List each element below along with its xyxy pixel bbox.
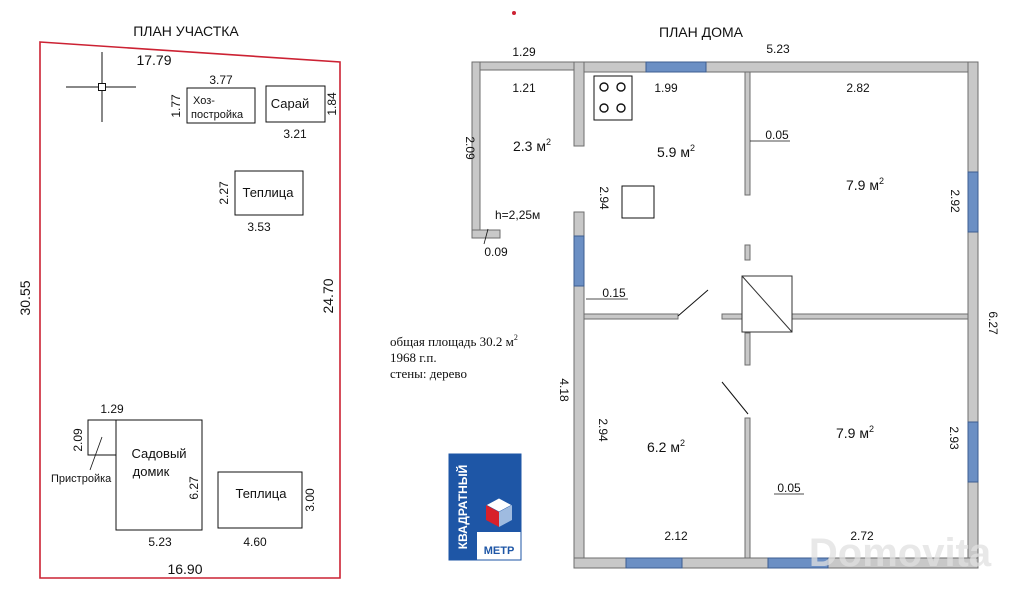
greenhouse-bottom-width: 4.60 — [243, 535, 267, 549]
stove-diagonal — [741, 275, 793, 333]
dim-17: 2.12 — [664, 529, 688, 543]
window-right-lower — [967, 421, 979, 483]
lot-bottom-width: 16.90 — [167, 561, 202, 577]
garden-house-width: 5.23 — [148, 535, 172, 549]
annex-label: Пристройка — [51, 473, 112, 485]
dim-16: 0.05 — [777, 481, 801, 495]
room-area-room-1: 7.9 м2 — [846, 176, 884, 193]
greenhouse-top — [234, 170, 304, 216]
utility-height: 1.77 — [169, 94, 183, 118]
greenhouse-bottom-height: 3.00 — [303, 488, 317, 512]
dim-18: 2.72 — [850, 529, 874, 543]
dim-leader-4 — [483, 228, 489, 245]
door-swing-1 — [677, 289, 709, 317]
greenhouse-bottom-label: Теплица — [235, 486, 287, 501]
dim-2: 5.23 — [766, 42, 790, 56]
annex-height: 2.09 — [71, 428, 85, 452]
shed-width: 3.21 — [283, 127, 307, 141]
property-info: общая площадь 30.2 м2 1968 г.п. стены: д… — [390, 333, 518, 381]
dim-14: 2.94 — [596, 418, 610, 442]
garden-house-height: 6.27 — [187, 476, 201, 500]
dim-6: 0.05 — [765, 128, 789, 142]
window-bottom-right — [767, 557, 829, 569]
watermark: Domovita — [809, 531, 992, 575]
lot-left-length: 30.55 — [17, 280, 33, 315]
shed-height: 1.84 — [325, 92, 339, 116]
site-plan: ПЛАН УЧАСТКА 17.79 16.90 30.55 24.70 Хоз… — [17, 23, 341, 579]
kvadratny-metr-logo: КВАДРАТНЫЙ МЕТР — [448, 453, 522, 561]
dim-4: 1.99 — [654, 81, 678, 95]
garden-house-label-line2: домик — [133, 464, 170, 479]
ceiling-height: h=2,25м — [495, 208, 540, 222]
red-dot-icon — [512, 11, 516, 15]
window-top — [645, 61, 707, 73]
dim-5: 2.82 — [846, 81, 870, 95]
dim-7: 2.09 — [463, 136, 477, 160]
cooktop-icon — [593, 75, 633, 121]
lot-top-width: 17.79 — [136, 52, 171, 68]
utility-label-line1: Хоз- — [193, 95, 215, 107]
room-area-room-2: 6.2 м2 — [647, 438, 685, 455]
window-bottom-left — [625, 557, 683, 569]
dim-13: 4.18 — [557, 378, 571, 402]
dim-11: 0.15 — [602, 286, 626, 300]
dim-12: 6.27 — [986, 311, 1000, 335]
dim-10: 0.09 — [484, 245, 508, 259]
garden-house-label-line1: Садовый — [131, 446, 186, 461]
cube-icon — [485, 497, 513, 527]
utility-label-line2: постройка — [191, 109, 244, 121]
dim-9: 2.92 — [948, 189, 962, 213]
annex-leader — [89, 436, 103, 471]
wall-material: стены: дерево — [390, 366, 467, 381]
annex-width: 1.29 — [100, 402, 124, 416]
dim-15: 2.93 — [947, 426, 961, 450]
room-area-room-3: 7.9 м2 — [836, 424, 874, 441]
greenhouse-bottom — [217, 471, 303, 529]
house-plan-title: ПЛАН ДОМА — [659, 24, 744, 40]
room-area-kitchen: 5.9 м2 — [657, 143, 695, 160]
build-year: 1968 г.п. — [390, 350, 437, 365]
shed — [265, 85, 326, 123]
house-plan: ПЛАН ДОМА — [463, 24, 1000, 569]
greenhouse-top-label: Теплица — [242, 185, 294, 200]
dim-8: 2.94 — [597, 186, 611, 210]
shed-label: Сарай — [271, 96, 310, 111]
total-area: общая площадь 30.2 м2 — [390, 333, 518, 349]
kitchen-fixture — [621, 185, 655, 219]
logo-word-1: КВАДРАТНЫЙ — [455, 465, 470, 549]
utility-building — [186, 87, 256, 124]
door-swing-2 — [721, 381, 749, 415]
window-right-upper — [967, 171, 979, 233]
utility-width: 3.77 — [209, 73, 233, 87]
crosshair-icon — [66, 52, 136, 122]
window-left — [573, 235, 585, 287]
windows — [573, 61, 979, 569]
lot-right-length: 24.70 — [320, 278, 336, 313]
lot-boundary — [39, 41, 341, 579]
logo-word-2: МЕТР — [484, 545, 515, 557]
dim-3: 1.21 — [512, 81, 536, 95]
room-area-veranda: 2.3 м2 — [513, 137, 551, 154]
dim-1: 1.29 — [512, 45, 536, 59]
greenhouse-top-height: 2.27 — [217, 181, 231, 205]
site-plan-title: ПЛАН УЧАСТКА — [133, 23, 239, 39]
garden-house — [115, 419, 203, 531]
greenhouse-top-width: 3.53 — [247, 220, 271, 234]
